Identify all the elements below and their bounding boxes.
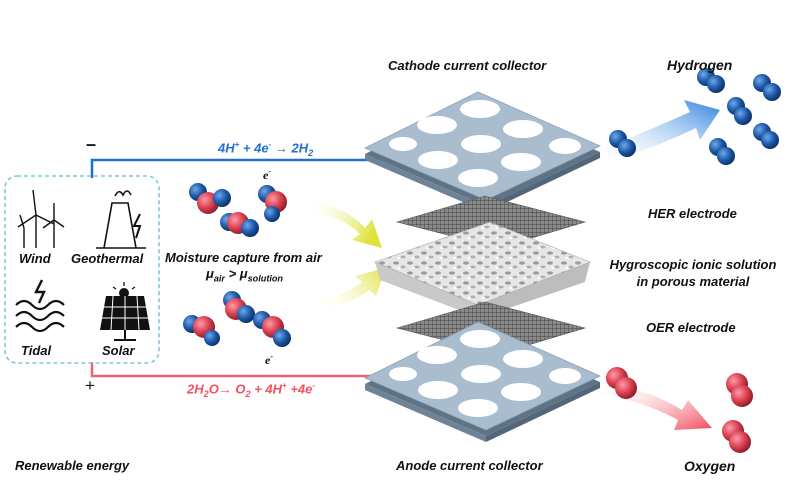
solar-label: Solar	[102, 343, 135, 358]
cathode-eq-b-sup: -	[268, 140, 272, 149]
cathode-current-collector-plate	[364, 91, 601, 212]
water-molecule	[183, 315, 220, 346]
hygroscopic-label: Hygroscopic ionic solution in porous mat…	[592, 256, 794, 290]
electron-bottom: e-	[265, 352, 273, 368]
cathode-eq-a-sup: +	[234, 140, 240, 149]
minus-terminal: –	[86, 134, 97, 154]
water-molecule	[223, 291, 255, 323]
plus-terminal: +	[85, 376, 95, 395]
hydrogen-molecule	[753, 74, 781, 101]
anode-eq-d: +4e	[286, 381, 313, 397]
electron-bottom-e: e	[265, 353, 271, 367]
water-molecule	[253, 311, 291, 347]
mu-compare: > μ	[224, 266, 248, 281]
cathode-eq-c: → 2H	[271, 140, 309, 156]
hydrogen-molecule	[609, 130, 636, 157]
porous-material-block	[374, 221, 591, 318]
anode-eq-b: O→ O	[208, 381, 246, 397]
hydrogen-molecule	[697, 68, 725, 93]
anode-current-collector-plate	[364, 321, 601, 442]
oxygen-label: Oxygen	[684, 458, 736, 474]
moisture-capture-label: Moisture capture from air	[165, 250, 322, 265]
water-molecule	[220, 212, 259, 237]
anode-circuit	[90, 362, 382, 378]
hydrogen-label: Hydrogen	[667, 57, 733, 73]
hydrogen-molecule	[709, 138, 735, 165]
oxygen-molecule	[726, 373, 753, 407]
her-electrode-label: HER electrode	[648, 206, 737, 221]
oxygen-molecule	[722, 420, 751, 453]
cathode-circuit	[90, 158, 382, 178]
electron-top-sup: -	[268, 167, 271, 176]
cathode-collector-label: Cathode current collector	[388, 58, 547, 73]
oxygen-molecule	[606, 367, 637, 399]
renewable-energy-label: Renewable energy	[15, 458, 130, 473]
electron-top: e-	[263, 167, 271, 183]
oxygen-molecules	[606, 367, 753, 453]
mu-air: μ	[206, 266, 214, 281]
anode-eq-c-sup: +	[282, 381, 287, 390]
electron-top-e: e	[263, 168, 269, 182]
water-molecule	[189, 183, 231, 214]
hydrogen-molecules	[609, 68, 781, 165]
cathode-reaction: 4H+ + 4e- → 2H2	[218, 140, 313, 158]
anode-eq-b-sub: 2	[245, 388, 251, 399]
renewable-sources-box	[4, 175, 160, 364]
mu-air-subscript: air	[213, 273, 225, 284]
anode-eq-a: 2H	[187, 381, 204, 397]
cathode-eq-c-sub: 2	[308, 147, 314, 158]
hygroscopic-label-line1: Hygroscopic ionic solution	[609, 257, 777, 272]
hydrogen-molecule	[753, 123, 779, 149]
tidal-label: Tidal	[21, 343, 52, 358]
cathode-eq-a: 4H	[218, 140, 235, 156]
anode-eq-a-sub: 2	[203, 388, 209, 399]
tidal-icon	[15, 279, 65, 333]
electron-bottom-sup: -	[270, 352, 273, 361]
anode-eq-c: + 4H	[250, 381, 283, 397]
hygroscopic-label-line2: in porous material	[636, 274, 750, 289]
anode-reaction: 2H2O→ O2 + 4H+ +4e-	[187, 381, 315, 399]
wind-turbine-icon	[17, 189, 65, 248]
chemical-potential-label: μair > μsolution	[206, 266, 283, 284]
water-molecule	[258, 185, 287, 222]
wind-label: Wind	[19, 251, 51, 266]
solar-panel-icon	[100, 282, 150, 341]
geothermal-label: Geothermal	[71, 251, 144, 266]
moisture-arrow-upper	[305, 200, 382, 248]
anode-eq-d-sup: -	[312, 381, 316, 390]
hydrogen-molecule	[727, 97, 752, 125]
moisture-arrow-lower	[300, 268, 386, 312]
cathode-eq-b: + 4e	[239, 140, 269, 156]
anode-collector-label: Anode current collector	[396, 458, 543, 473]
oer-electrode-label: OER electrode	[646, 320, 736, 335]
water-molecules	[183, 183, 291, 347]
geothermal-icon	[96, 190, 146, 249]
mu-solution-subscript: solution	[247, 273, 283, 284]
